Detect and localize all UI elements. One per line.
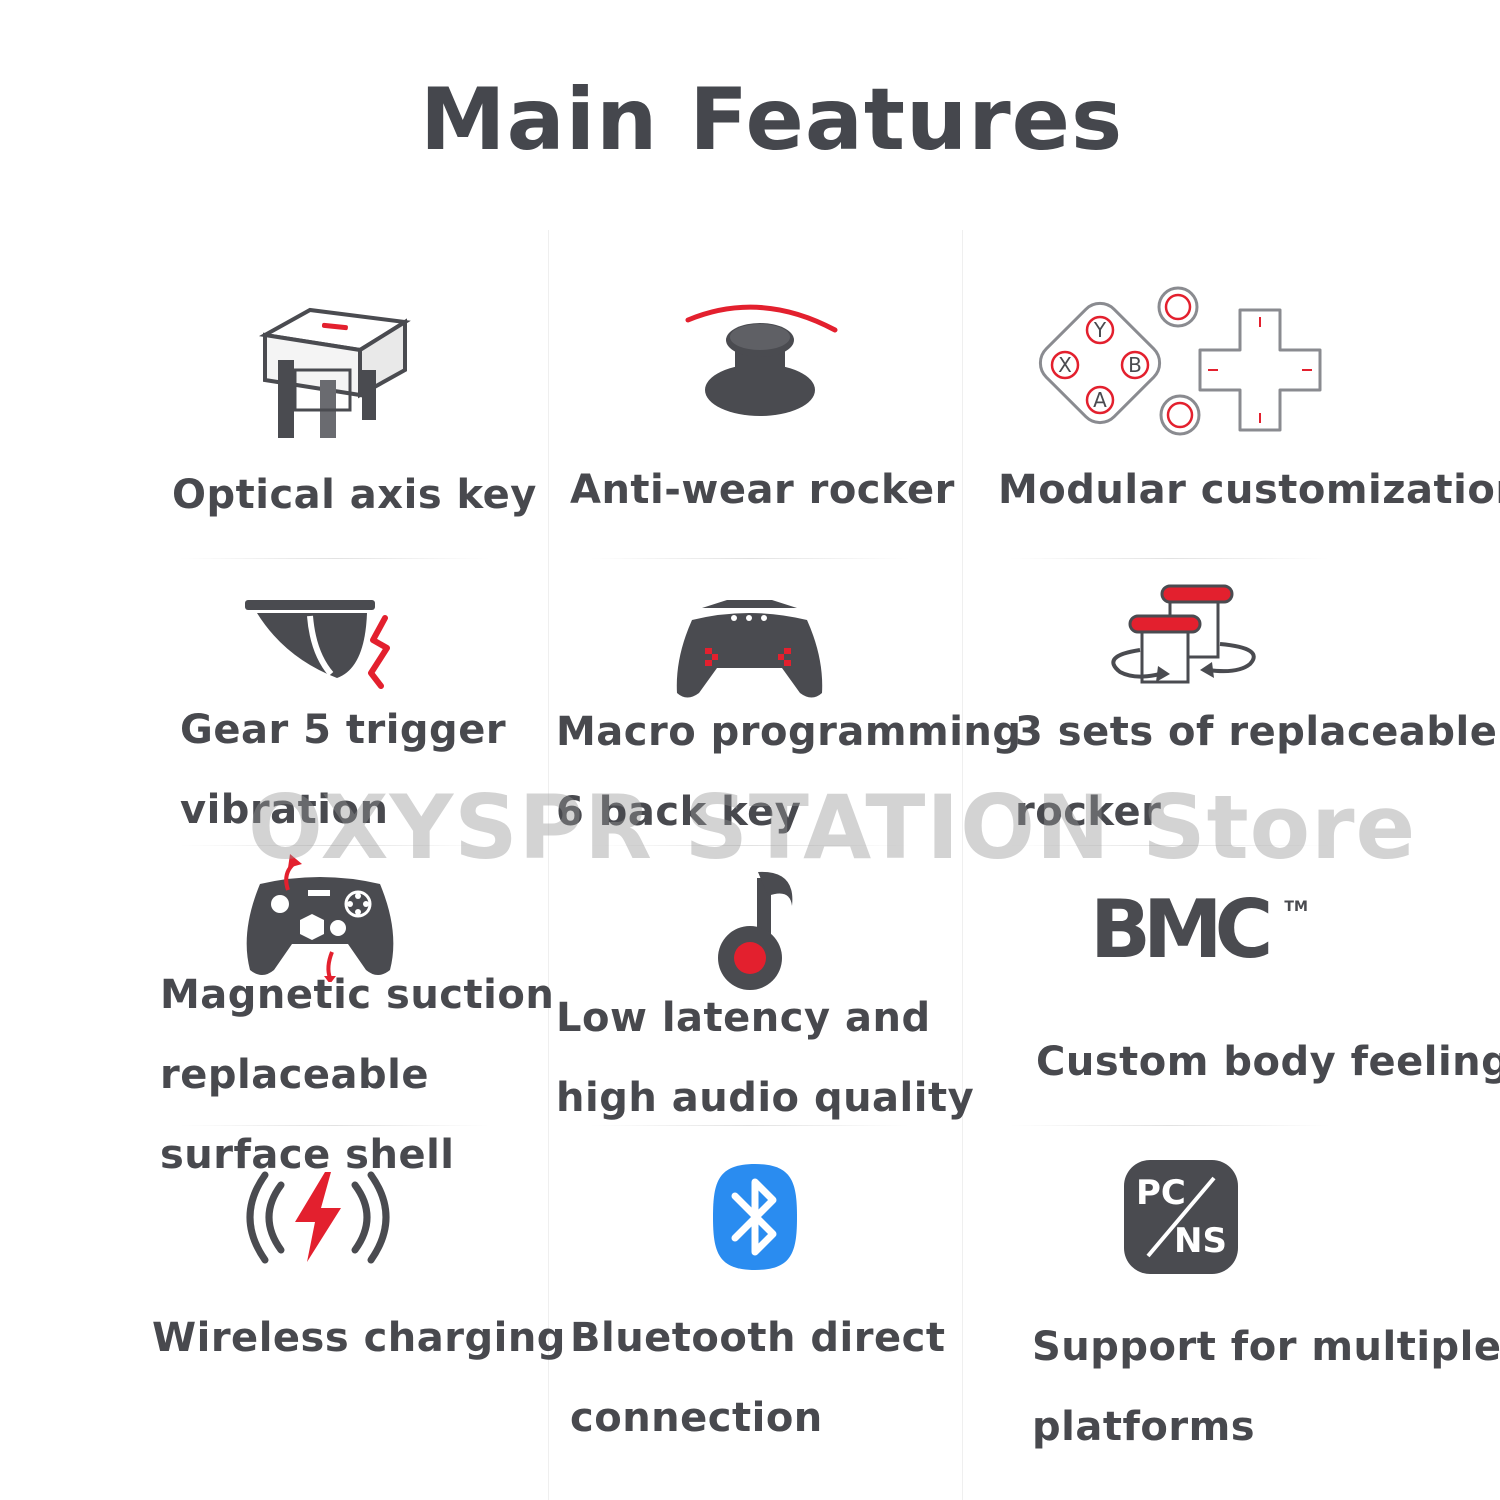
b-button-label: B (1128, 353, 1142, 377)
wireless-charging-icon (246, 1171, 390, 1264)
bluetooth-icon (713, 1164, 797, 1270)
feature-label: 3 sets of replaceable rocker (1015, 709, 1498, 835)
magnetic-controller-icon (246, 854, 394, 982)
page-title: Main Features (420, 70, 1124, 170)
feature-label: Bluetooth direct connection (570, 1315, 946, 1441)
y-button-label: Y (1093, 318, 1107, 342)
feature-label: Optical axis key (172, 472, 537, 518)
x-button-label: X (1058, 353, 1072, 377)
trigger-vibration-icon (245, 600, 390, 689)
feature-label: Anti-wear rocker (570, 467, 955, 513)
feature-label: Custom body feeling (1036, 1039, 1500, 1085)
joystick-icon (685, 304, 838, 416)
pc-ns-icon: PC NS (1124, 1160, 1238, 1274)
bmc-logo-text: BMC (1090, 883, 1273, 976)
row-divider (590, 845, 910, 846)
bmc-logo-icon: BMC TM (1090, 883, 1308, 976)
feature-label: Modular customization (998, 467, 1500, 513)
row-divider (180, 845, 490, 846)
row-divider (590, 1125, 910, 1126)
row-divider (590, 558, 910, 559)
column-divider (962, 230, 963, 1500)
feature-label: Low latency and high audio quality (556, 995, 975, 1121)
feature-label: Gear 5 trigger vibration (180, 707, 507, 833)
feature-label: Support for multiple platforms (1032, 1324, 1500, 1450)
gamepad-buttons-icon: Y X B A (1038, 286, 1322, 436)
controller-back-icon (676, 600, 823, 698)
music-note-icon (718, 871, 793, 990)
pc-label: PC (1136, 1173, 1186, 1213)
optical-switch-icon (258, 307, 411, 438)
replaceable-rocker-icon (1111, 584, 1256, 684)
ns-label: NS (1174, 1221, 1227, 1261)
row-divider (1010, 1125, 1330, 1126)
column-divider (548, 230, 549, 1500)
row-divider (1010, 558, 1330, 559)
a-button-label: A (1093, 388, 1107, 412)
row-divider (1010, 845, 1330, 846)
feature-label: Macro programming 6 back key (556, 709, 1022, 835)
trademark-mark: TM (1284, 899, 1308, 915)
feature-label: Magnetic suction replaceable surface she… (160, 972, 555, 1178)
row-divider (180, 558, 490, 559)
row-divider (180, 1125, 490, 1126)
feature-label: Wireless charging (152, 1315, 566, 1361)
